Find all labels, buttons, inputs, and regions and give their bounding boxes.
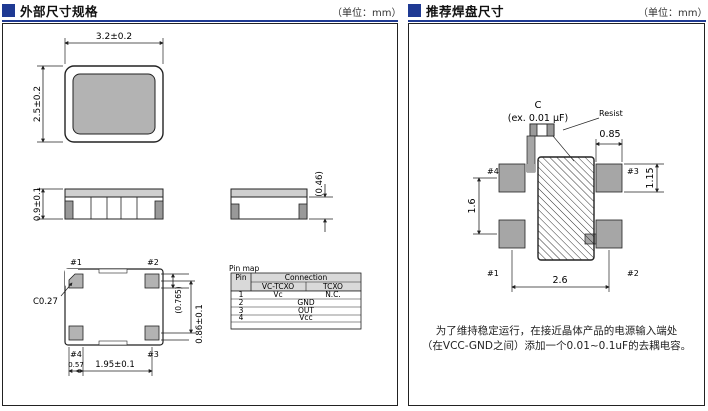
top-view: 3.2±0.2 2.5±0.2 xyxy=(33,32,164,143)
land-pattern-drawing: C (ex. 0.01 μF) Resist #4 #3 #1 #2 xyxy=(467,100,664,292)
pin-map-row4-pin: 4 xyxy=(239,313,244,322)
pin-map-row2-pin: 2 xyxy=(239,298,244,307)
dim-pitch-h: 1.95±0.1 xyxy=(95,360,135,370)
pin-map-row2-conn: GND xyxy=(297,298,314,307)
pin2-label: #2 xyxy=(147,258,159,267)
dim-land-pitch-v: 1.6 xyxy=(467,198,478,213)
dim-land-pad-h: 1.15 xyxy=(645,167,656,188)
dim-pad-height: (0.765) xyxy=(174,286,183,313)
dim-land-pad-w: 0.85 xyxy=(599,129,620,140)
right-unit: （单位：mm） xyxy=(638,8,708,19)
bottom-view: #1 #2 #3 #4 C0.27 (0.765) 0.86±0.1 0 xyxy=(33,258,205,376)
land-pin2-label: #2 xyxy=(627,269,639,278)
side-view-front: 0.9±0.1 xyxy=(33,187,164,221)
dim-width: 3.2±0.2 xyxy=(96,32,132,42)
outline-drawing: 3.2±0.2 2.5±0.2 0.9±0.1 xyxy=(33,32,362,376)
left-unit: （单位：mm） xyxy=(332,8,402,19)
right-header: 推荐焊盘尺寸 xyxy=(408,2,504,19)
pin-map-sub-vctcxo: VC-TCXO xyxy=(262,282,294,291)
pin-map-title: Pin map xyxy=(229,264,259,273)
land-pin4-label: #4 xyxy=(487,167,499,176)
pin-map-table: Pin map Pin Connection VC-TCXO TCXO 1 Vc… xyxy=(229,264,362,330)
pin-map-sub-tcxo: TCXO xyxy=(322,282,343,291)
right-title: 推荐焊盘尺寸 xyxy=(426,4,505,19)
land-pin3-label: #3 xyxy=(627,167,639,176)
pin-map-row3-conn: OUT xyxy=(298,306,314,315)
dim-tcxo-thickness: (0.46) xyxy=(315,171,325,197)
left-title: 外部尺寸规格 xyxy=(20,4,99,19)
right-rule xyxy=(408,20,706,22)
dim-land-pitch-h: 2.6 xyxy=(552,275,567,286)
pin4-label: #4 xyxy=(70,350,82,359)
left-frame: 3.2±0.2 2.5±0.2 0.9±0.1 xyxy=(2,23,398,406)
note-line-1: 为了维持稳定运行，在接近晶体产品的电源输入端处 xyxy=(435,325,678,337)
resist-label: Resist xyxy=(599,109,623,118)
pin-map-row4-conn: Vcc xyxy=(299,313,312,322)
dim-pitch-v: 0.86±0.1 xyxy=(195,304,205,344)
chamfer-label: C0.27 xyxy=(33,297,58,307)
decoupling-note: 为了维持稳定运行，在接近晶体产品的电源输入端处 （在VCC-GND之间）添加一个… xyxy=(415,324,698,354)
left-panel: 外部尺寸规格 （单位：mm） 3.2±0.2 2.5±0.2 xyxy=(2,2,402,407)
cap-label: C xyxy=(535,100,542,111)
dim-pad-w: 0.57 xyxy=(68,361,84,369)
land-pin1-label: #1 xyxy=(487,269,499,278)
dim-thickness: 0.9±0.1 xyxy=(33,187,43,221)
side-view-right: (0.46) xyxy=(230,171,333,232)
right-panel: 推荐焊盘尺寸 （单位：mm） C (ex. 0.01 μF) Resist xyxy=(408,2,708,407)
pin-map-row1-tcxo: N.C. xyxy=(325,290,341,299)
note-line-2: （在VCC-GND之间）添加一个0.01~0.1uF的去耦电容。 xyxy=(421,340,692,352)
right-frame: C (ex. 0.01 μF) Resist #4 #3 #1 #2 xyxy=(408,23,705,406)
left-header: 外部尺寸规格 xyxy=(2,2,98,19)
pin3-label: #3 xyxy=(147,350,159,359)
pin-map-row3-pin: 3 xyxy=(239,306,244,315)
cap-value: (ex. 0.01 μF) xyxy=(508,113,568,124)
pin-map-row1-vctcxo: Vc xyxy=(273,290,282,299)
header-square-icon xyxy=(408,4,421,17)
pin-map-row1-pin: 1 xyxy=(239,290,244,299)
header-square-icon xyxy=(2,4,15,17)
left-rule xyxy=(2,20,398,22)
pin-map-header-connection: Connection xyxy=(285,273,328,282)
dim-height: 2.5±0.2 xyxy=(33,86,43,122)
pin-map-header-pin: Pin xyxy=(235,273,246,282)
pin1-label: #1 xyxy=(70,258,82,267)
land-pads xyxy=(498,135,623,261)
